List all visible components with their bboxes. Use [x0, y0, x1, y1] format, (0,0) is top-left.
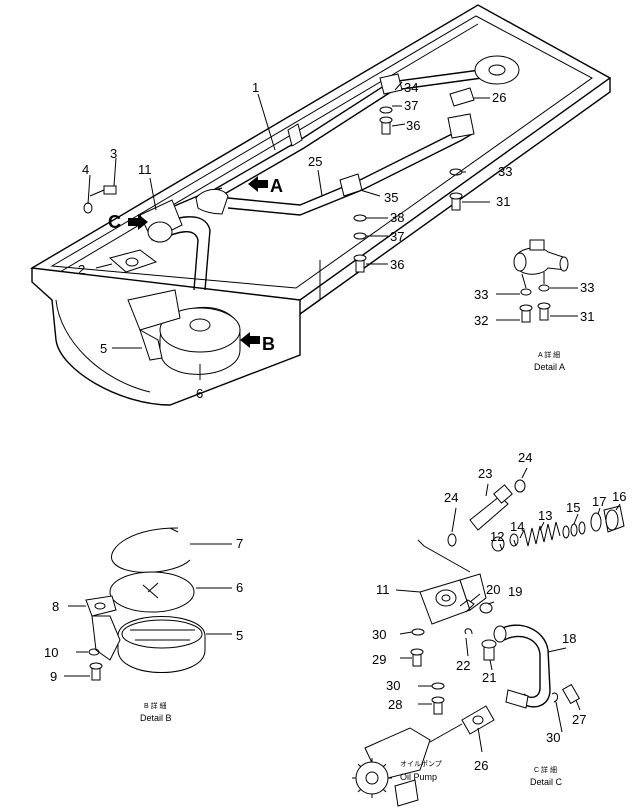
view-arrow-b — [240, 332, 260, 348]
callout-6: 6 — [196, 386, 203, 401]
detail-a-caption-jp: A 詳 細 — [538, 350, 560, 359]
callout-11b: 11 — [376, 582, 390, 597]
callout-24b: 24 — [518, 450, 532, 465]
callout-22: 22 — [456, 658, 470, 673]
callout-37a: 37 — [404, 98, 418, 113]
callout-5b: 5 — [236, 628, 243, 643]
callout-9: 9 — [50, 669, 57, 684]
callout-5: 5 — [100, 341, 107, 356]
callout-24a: 24 — [444, 490, 458, 505]
callout-30a: 30 — [372, 627, 386, 642]
callout-33a: 33 — [498, 164, 512, 179]
callout-3: 3 — [110, 146, 117, 161]
view-arrow-c — [128, 214, 148, 230]
oil-pump-caption: Oil Pump — [400, 772, 437, 782]
callout-27: 27 — [572, 712, 586, 727]
callout-25: 25 — [308, 154, 322, 169]
callout-15: 15 — [566, 500, 580, 515]
callout-18: 18 — [562, 631, 576, 646]
callout-16: 16 — [612, 489, 626, 504]
callout-37b: 37 — [390, 229, 404, 244]
leader-lines-main — [87, 81, 490, 380]
callout-13: 13 — [538, 508, 552, 523]
callout-38: 38 — [390, 210, 404, 225]
callout-21: 21 — [482, 670, 496, 685]
detail-c-caption-jp: C 詳 細 — [534, 765, 557, 774]
callout-10: 10 — [44, 645, 58, 660]
bolt-3 — [89, 185, 117, 197]
oil-pump-caption-jp: オイルポンプ — [400, 760, 442, 768]
callout-12: 12 — [490, 529, 504, 544]
callout-19: 19 — [508, 584, 522, 599]
view-marker-a: A — [270, 176, 283, 196]
view-marker-b: B — [262, 334, 275, 354]
callout-17: 17 — [592, 494, 606, 509]
view-arrow-a — [248, 176, 268, 192]
callout-35: 35 — [384, 190, 398, 205]
callout-23: 23 — [478, 466, 492, 481]
callout-1: 1 — [252, 80, 259, 95]
detail-a-caption: Detail A — [534, 362, 565, 372]
callout-8: 8 — [52, 599, 59, 614]
detail-b-caption-jp: B 詳 細 — [144, 701, 167, 710]
washer-4 — [83, 202, 93, 214]
callout-36b: 36 — [390, 257, 404, 272]
oil-pan — [29, 4, 612, 406]
right-hardware — [353, 87, 475, 273]
detail-a-drawing — [496, 239, 578, 323]
strainer-assembly — [127, 289, 241, 375]
callout-32: 32 — [474, 313, 488, 328]
callout-30c: 30 — [546, 730, 560, 745]
suction-pipe — [139, 187, 229, 291]
view-marker-c: C — [108, 212, 121, 232]
part-2-gasket — [108, 249, 158, 273]
callout-26b: 26 — [474, 758, 488, 773]
callout-30b: 30 — [386, 678, 400, 693]
callout-36a: 36 — [406, 118, 420, 133]
callout-6b: 6 — [236, 580, 243, 595]
pipe-1 — [209, 55, 520, 201]
callout-11: 11 — [138, 162, 152, 177]
callout-2: 2 — [78, 262, 85, 277]
detail-c-caption: Detail C — [530, 777, 563, 787]
pipe-25 — [227, 113, 475, 216]
detail-b-drawing — [64, 527, 232, 681]
detail-b-caption: Detail B — [140, 713, 172, 723]
callout-14: 14 — [510, 519, 524, 534]
detail-c-drawing — [352, 467, 625, 807]
callout-31b: 31 — [580, 309, 594, 324]
callout-26a: 26 — [492, 90, 506, 105]
callout-31a: 31 — [496, 194, 510, 209]
callout-33b: 33 — [474, 287, 488, 302]
callout-20: 20 — [486, 582, 500, 597]
callout-7: 7 — [236, 536, 243, 551]
callout-29: 29 — [372, 652, 386, 667]
callout-4: 4 — [82, 162, 89, 177]
callout-28: 28 — [388, 697, 402, 712]
callout-33c: 33 — [580, 280, 594, 295]
callout-34: 34 — [404, 80, 418, 95]
